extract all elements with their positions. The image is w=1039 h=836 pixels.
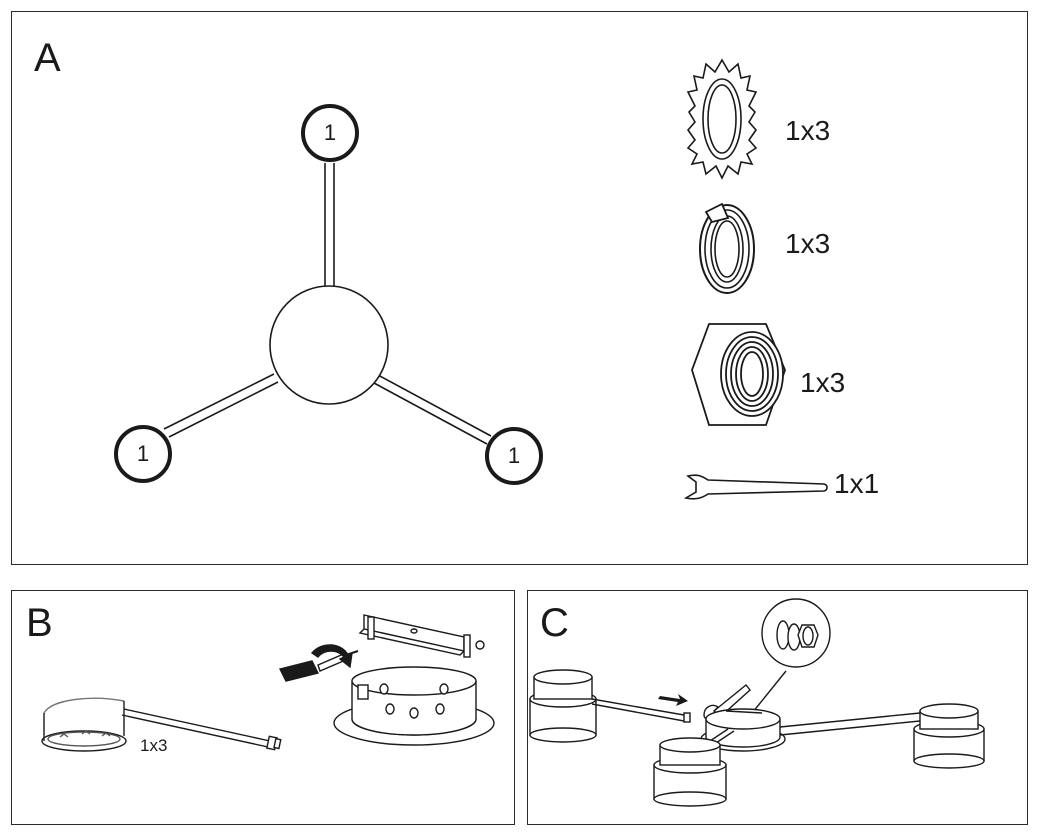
canopy-ring-c [700,708,786,752]
rotation-arrow-icon [310,644,353,669]
fixture-overview-diagram [114,58,828,500]
panel-letter-b: B [26,601,53,645]
direction-arrow-icon [658,694,688,706]
hub-label-right: 1 [507,443,521,468]
light-cup-left [529,669,597,743]
arm-rod-left [591,698,691,723]
light-cup-illustration [41,697,127,752]
panel-a: A [11,11,1028,565]
panel-letter-c: C [540,601,569,645]
split-lock-washer-icon [699,202,755,294]
fixture-arms [163,163,492,445]
qty-wrench: 1x1 [834,468,880,499]
arm-fastening-diagram [529,598,985,807]
panel-letter-a: A [34,36,61,80]
light-cup-lower [653,737,727,807]
qty-split-washer: 1x3 [785,228,831,259]
hub-circle-top [301,104,359,162]
mounting-bracket [358,614,485,658]
star-lock-washer-icon [686,58,758,180]
hub-label-top: 1 [323,120,337,145]
central-hub [269,285,389,405]
hub-label-left: 1 [136,441,150,466]
arm-rod-right [779,712,921,736]
qty-arm: 1x3 [140,736,168,755]
panel-b: B [11,590,515,825]
screwdriver-icon [278,650,359,682]
arm-rod [121,708,282,751]
zoom-detail-circle [743,598,831,724]
panel-c: C [527,590,1028,825]
arm-insert-diagram [41,614,495,752]
qty-hex-nut: 1x3 [800,367,846,398]
wrench-icon [683,474,828,500]
qty-star-washer: 1x3 [785,115,831,146]
light-cup-right [913,703,985,769]
hub-circle-left [114,425,172,483]
hub-circle-right [485,427,543,485]
hex-nut-icon [691,323,786,426]
canopy-ring [333,666,495,746]
